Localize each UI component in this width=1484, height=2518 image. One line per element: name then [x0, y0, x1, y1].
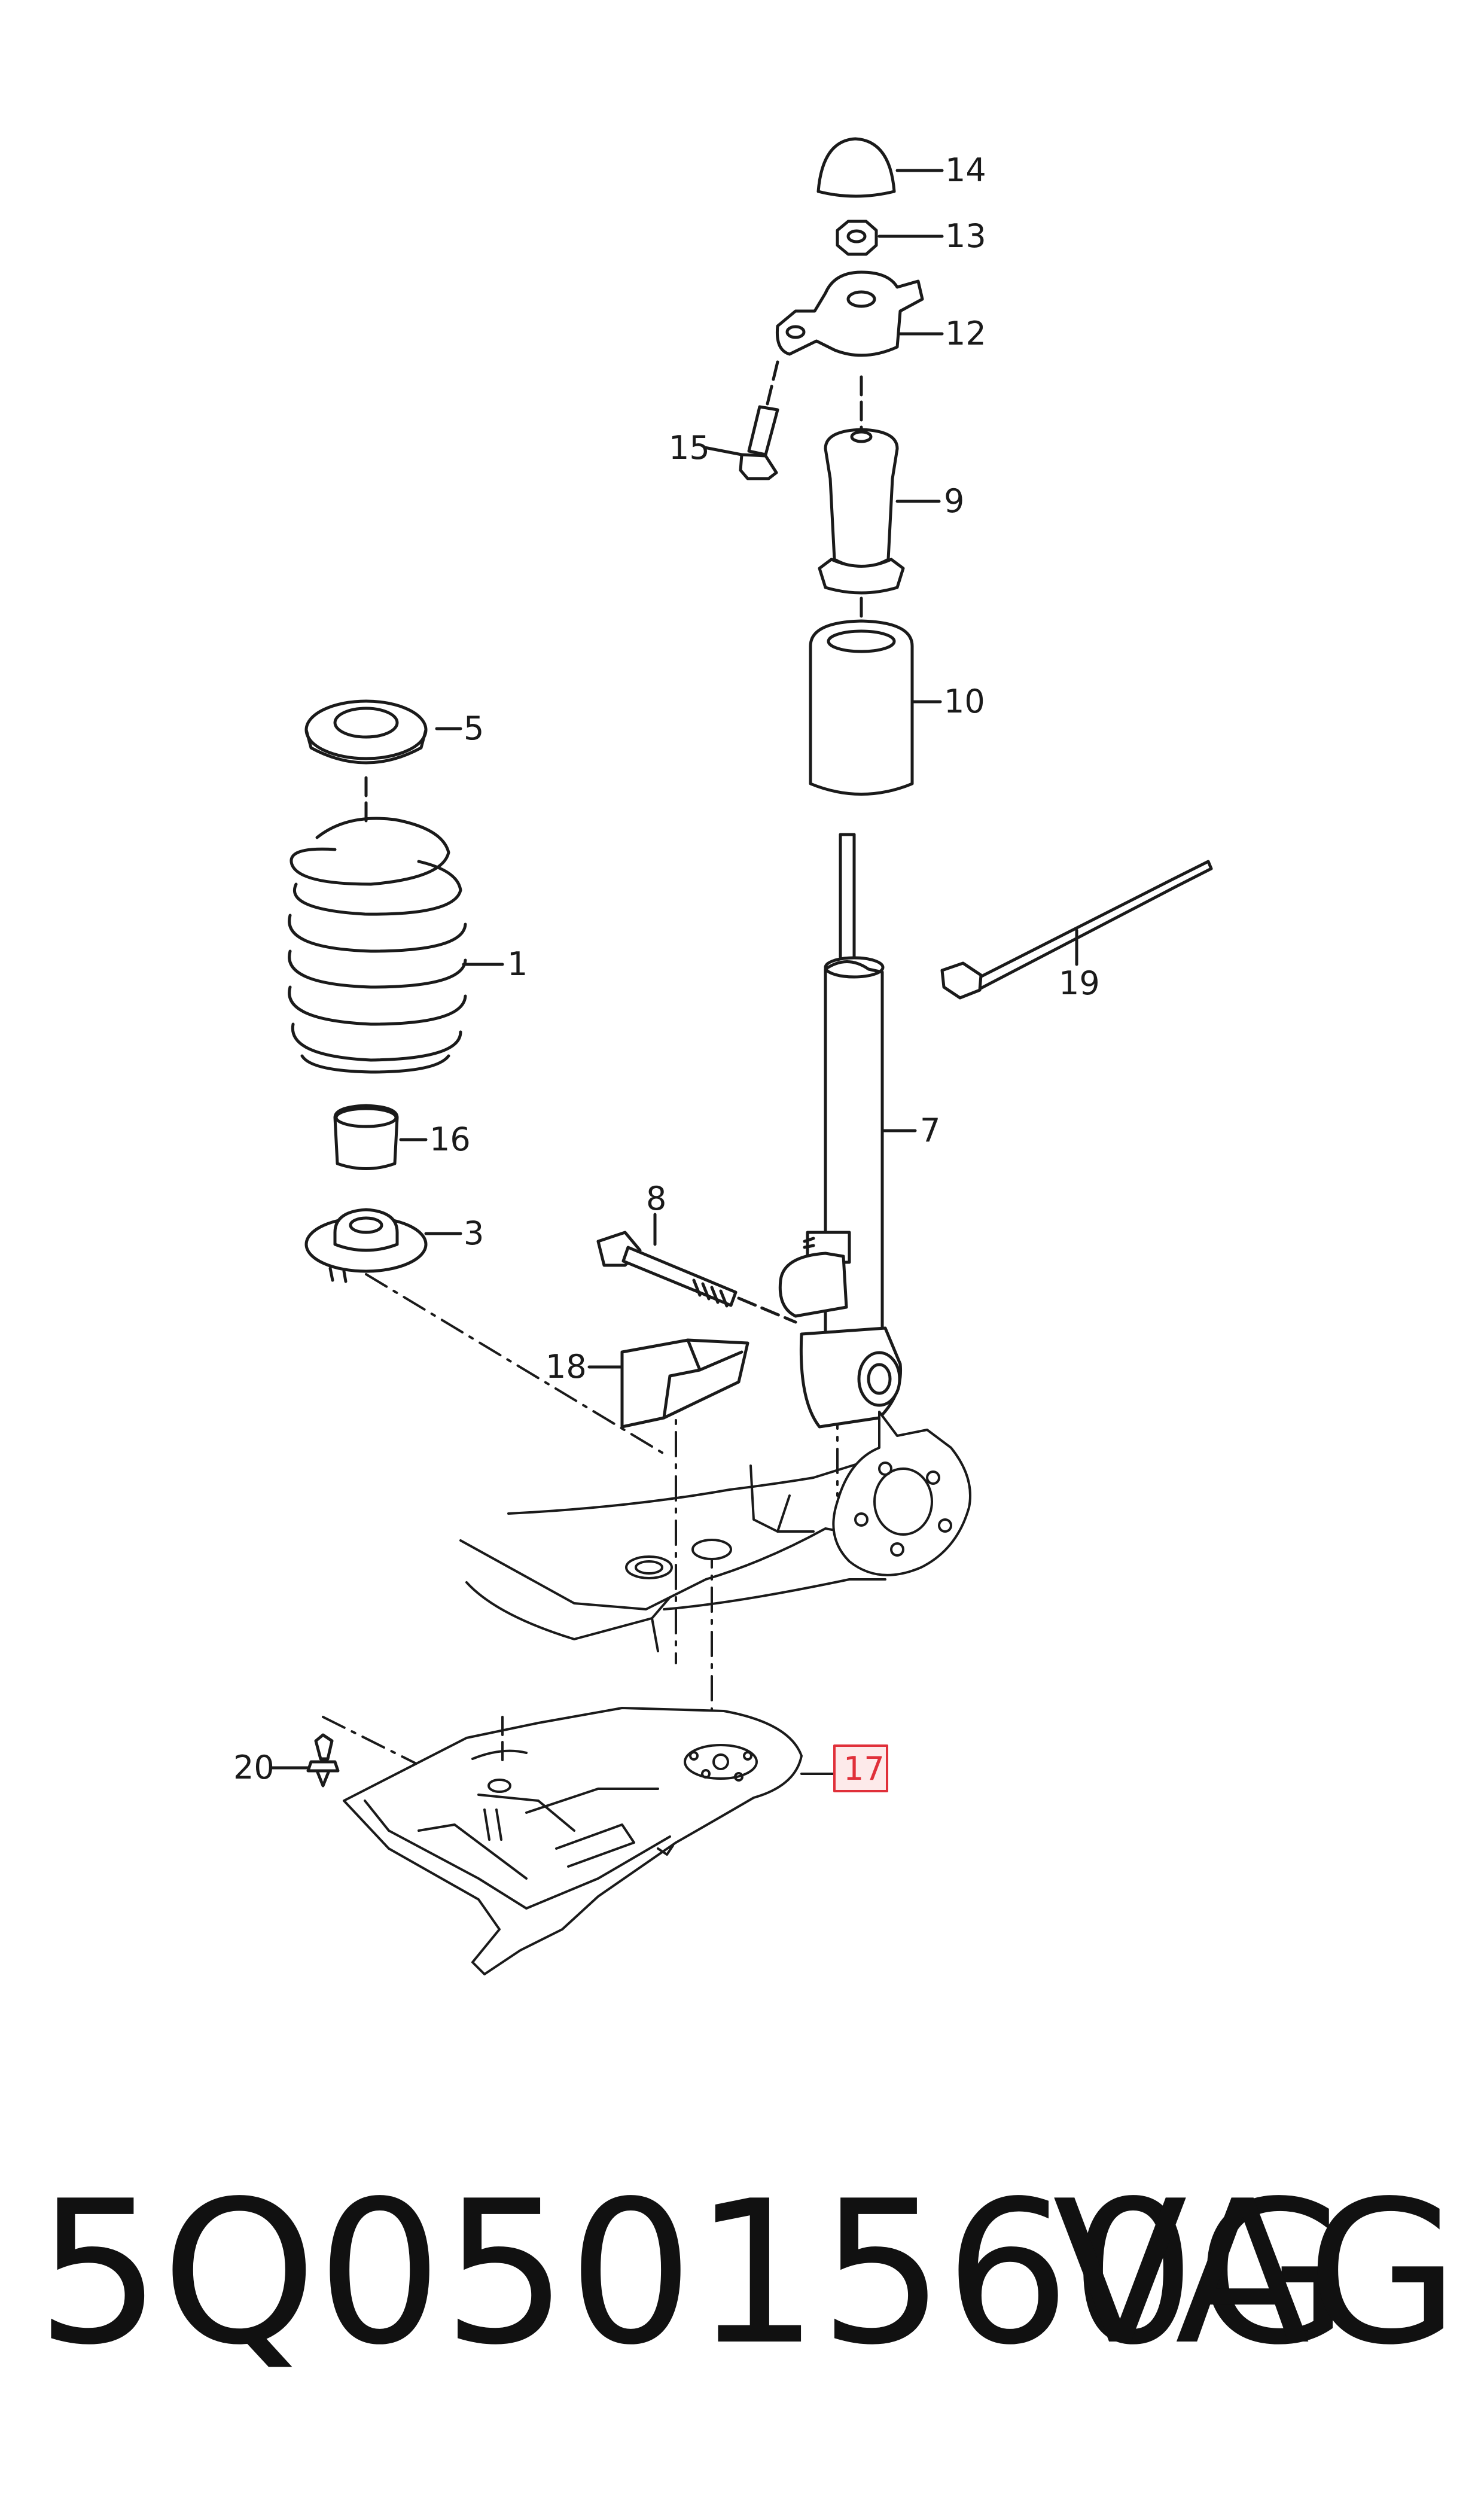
- part-13-nut: [836, 220, 944, 256]
- callout-labels: 14 13 12 15 9 10 5 1 19 16 7 3 8 18 20: [233, 151, 1100, 1786]
- part-20-clip: [270, 1733, 340, 1788]
- label-17: 17: [843, 1750, 885, 1788]
- part-17-underbody-panel: [343, 1707, 834, 1975]
- part-8-bolt: [596, 1213, 797, 1324]
- part-19-cable-tie: [940, 860, 1213, 1000]
- label-19: 19: [1059, 964, 1100, 1002]
- part-12-strut-mount: [775, 270, 944, 357]
- rear-axle-beam: [459, 1411, 971, 1652]
- label-18: 18: [546, 1348, 587, 1386]
- label-13: 13: [945, 217, 986, 255]
- part-3-lower-spring-seat: [304, 1208, 462, 1283]
- part-number: 5Q0501560G: [36, 2158, 1349, 2388]
- label-12: 12: [945, 315, 986, 352]
- label-5: 5: [464, 710, 484, 747]
- part-7-shock-absorber: [778, 833, 917, 1429]
- label-17-highlight: 17: [833, 1744, 888, 1792]
- label-16: 16: [429, 1121, 471, 1158]
- part-16-spring-bumper: [333, 1104, 428, 1170]
- label-14: 14: [945, 151, 986, 189]
- part-number-footer: 5Q0501560G VAG: [36, 2154, 1459, 2393]
- label-20: 20: [233, 1749, 275, 1786]
- part-10-dust-boot: [809, 596, 942, 796]
- label-9: 9: [944, 482, 964, 520]
- part-14-protective-cap: [816, 137, 944, 198]
- part-9-bump-stop: [818, 375, 941, 595]
- part-1-coil-spring: [288, 817, 504, 1074]
- label-15: 15: [669, 429, 710, 467]
- label-3: 3: [464, 1214, 484, 1252]
- part-18-bracket: [587, 1338, 749, 1429]
- label-8: 8: [646, 1180, 666, 1217]
- label-10: 10: [944, 683, 985, 720]
- part-5-upper-spring-seat: [304, 699, 462, 827]
- label-1: 1: [507, 945, 528, 983]
- part-15-bolt: [703, 360, 779, 480]
- brand-name: VAG: [1052, 2158, 1459, 2388]
- label-7: 7: [920, 1112, 940, 1149]
